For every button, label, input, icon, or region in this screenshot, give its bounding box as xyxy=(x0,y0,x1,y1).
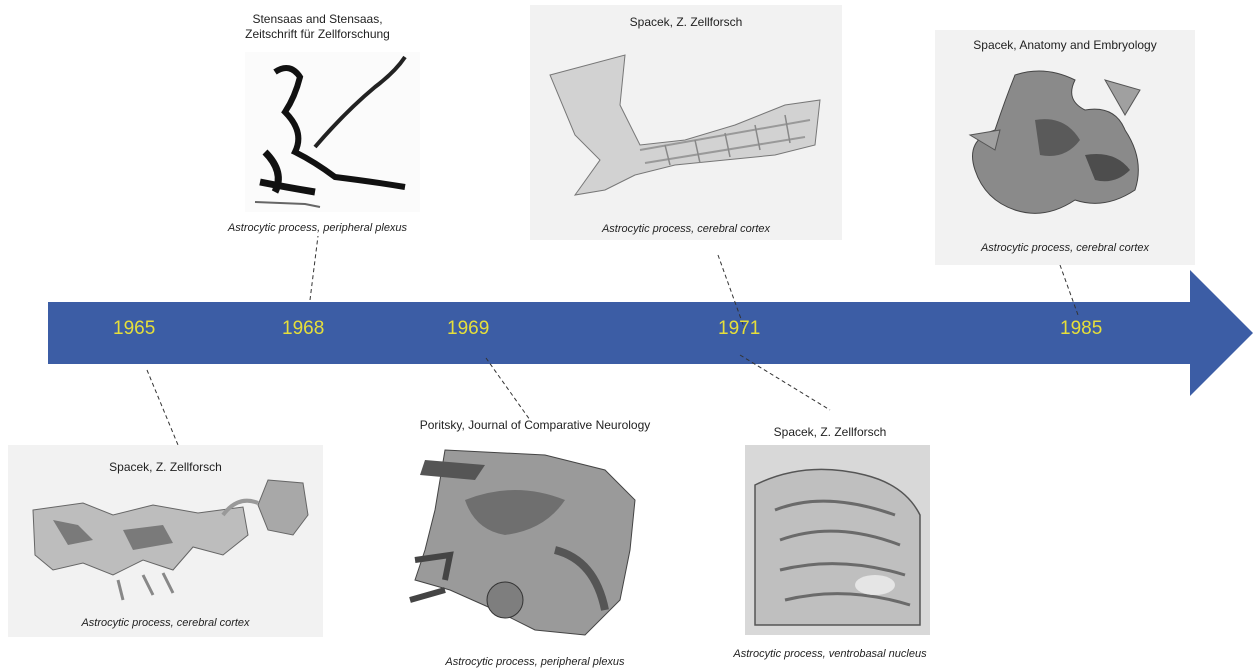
panel-1971-bottom-source: Spacek, Z. Zellforsch xyxy=(710,425,950,440)
panel-1965-source: Spacek, Z. Zellforsch xyxy=(8,460,323,475)
panel-1965-caption: Astrocytic process, cerebral cortex xyxy=(8,617,323,629)
panel-1968-micrograph xyxy=(245,52,420,212)
panel-1985-source: Spacek, Anatomy and Embryology xyxy=(935,38,1195,53)
panel-1985: Spacek, Anatomy and Embryology Astrocyti… xyxy=(935,30,1195,265)
panel-1971-top-micrograph xyxy=(545,45,830,215)
year-label-1965: 1965 xyxy=(113,318,155,340)
year-label-1969: 1969 xyxy=(447,318,489,340)
connector-1969 xyxy=(486,358,530,420)
panel-1971-bottom-micrograph xyxy=(745,445,930,635)
connector-1971-bottom xyxy=(740,355,830,410)
panel-1971-bottom-caption: Astrocytic process, ventrobasal nucleus xyxy=(710,648,950,660)
panel-1968-source-line1: Stensaas and Stensaas, xyxy=(252,12,382,26)
panel-1969-micrograph xyxy=(405,440,645,640)
panel-1968-source: Stensaas and Stensaas, Zeitschrift für Z… xyxy=(190,12,445,42)
connector-1968 xyxy=(310,236,318,300)
panel-1971-top-caption: Astrocytic process, cerebral cortex xyxy=(530,223,842,235)
panel-1969: Poritsky, Journal of Comparative Neurolo… xyxy=(385,418,685,668)
panel-1971-top: Spacek, Z. Zellforsch Astrocytic process… xyxy=(530,5,842,240)
panel-1968-source-line2: Zeitschrift für Zellforschung xyxy=(245,27,390,41)
year-label-1971: 1971 xyxy=(718,318,760,340)
panel-1965-micrograph xyxy=(23,475,313,605)
panel-1965: Spacek, Z. Zellforsch Astrocytic process… xyxy=(8,445,323,637)
connector-1965 xyxy=(147,370,178,445)
panel-1969-source: Poritsky, Journal of Comparative Neurolo… xyxy=(385,418,685,433)
panel-1968-caption: Astrocytic process, peripheral plexus xyxy=(190,222,445,234)
year-label-1968: 1968 xyxy=(282,318,324,340)
panel-1968: Stensaas and Stensaas, Zeitschrift für Z… xyxy=(190,10,445,235)
panel-1971-top-source: Spacek, Z. Zellforsch xyxy=(530,15,842,30)
panel-1985-micrograph xyxy=(955,60,1175,240)
panel-1985-caption: Astrocytic process, cerebral cortex xyxy=(935,242,1195,254)
year-label-1985: 1985 xyxy=(1060,318,1102,340)
connector-1985 xyxy=(1060,265,1078,315)
panel-1971-bottom: Spacek, Z. Zellforsch Astrocytic process… xyxy=(710,420,950,665)
panel-1969-caption: Astrocytic process, peripheral plexus xyxy=(385,656,685,668)
